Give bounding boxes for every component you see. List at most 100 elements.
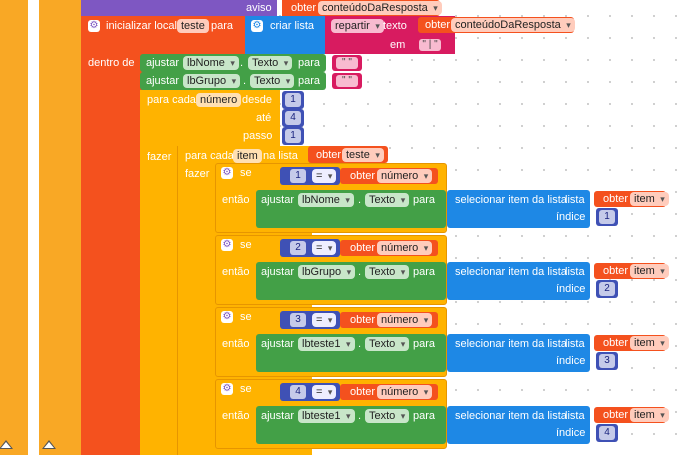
dot-label: . bbox=[358, 410, 362, 422]
select-list-item-block[interactable] bbox=[447, 262, 590, 300]
item-var-dropdown[interactable]: item bbox=[630, 408, 669, 422]
gear-icon[interactable]: ⚙ bbox=[221, 167, 233, 179]
collapse-arrow-icon[interactable] bbox=[42, 440, 56, 449]
number-var-dropdown[interactable]: número bbox=[377, 313, 433, 327]
obter-label: obter bbox=[603, 409, 629, 421]
empty-string-block[interactable]: " " bbox=[332, 73, 362, 89]
item-var-dropdown[interactable]: item bbox=[630, 192, 669, 206]
obter-label: obter bbox=[350, 242, 376, 254]
outer-event-block-2[interactable] bbox=[39, 0, 81, 455]
passo-label: passo bbox=[243, 130, 273, 142]
para-label: para bbox=[298, 75, 321, 87]
indice-label: índice bbox=[556, 211, 586, 223]
aviso-block[interactable] bbox=[81, 0, 277, 17]
obter-label: obter bbox=[603, 193, 629, 205]
compare-operator-dropdown[interactable]: = bbox=[312, 241, 337, 255]
list-var-dropdown[interactable]: teste bbox=[342, 148, 384, 162]
property-dropdown[interactable]: Texto bbox=[365, 409, 410, 423]
property-dropdown[interactable]: Texto bbox=[365, 193, 410, 207]
compare-number[interactable]: 2 bbox=[290, 241, 306, 255]
item-var-dropdown[interactable]: item bbox=[630, 336, 669, 350]
number-var-dropdown[interactable]: número bbox=[377, 169, 433, 183]
gear-icon[interactable]: ⚙ bbox=[88, 20, 100, 32]
step-number-value[interactable]: 1 bbox=[285, 129, 301, 143]
collapse-arrow-icon[interactable] bbox=[0, 440, 13, 449]
select-list-item-block[interactable] bbox=[447, 406, 590, 444]
se-label: se bbox=[240, 167, 252, 179]
compare-operator-dropdown[interactable]: = bbox=[312, 313, 337, 327]
em-label: em bbox=[390, 39, 406, 51]
create-list-label: criar lista bbox=[270, 20, 315, 32]
property-dropdown[interactable]: Texto bbox=[365, 337, 410, 351]
para-label: para bbox=[413, 410, 436, 422]
local-var-name[interactable]: teste bbox=[177, 19, 209, 33]
number-var-dropdown[interactable]: número bbox=[377, 385, 433, 399]
obter-label: obter bbox=[316, 149, 342, 161]
item-var-name[interactable]: item bbox=[233, 149, 262, 163]
se-label: se bbox=[240, 239, 252, 251]
from-number-value[interactable]: 1 bbox=[285, 93, 301, 107]
dentro-de-label: dentro de bbox=[88, 57, 135, 69]
separator-string-value[interactable]: " | " bbox=[419, 39, 441, 51]
dot-label: . bbox=[358, 266, 362, 278]
number-var-dropdown[interactable]: número bbox=[377, 241, 433, 255]
outer-event-block[interactable] bbox=[0, 0, 28, 455]
ajustar-label: ajustar bbox=[261, 266, 295, 278]
resposta-var-dropdown-2[interactable]: conteúdoDaResposta bbox=[451, 18, 575, 32]
compare-number[interactable]: 4 bbox=[290, 385, 306, 399]
desde-label: desde bbox=[242, 94, 272, 106]
component-dropdown[interactable]: lbGrupo bbox=[298, 265, 356, 279]
empty-string-block[interactable]: " " bbox=[332, 55, 362, 71]
para-label: para bbox=[413, 338, 436, 350]
entao-label: então bbox=[222, 194, 250, 206]
component-dropdown[interactable]: lbGrupo bbox=[183, 74, 241, 88]
entao-label: então bbox=[222, 266, 250, 278]
gear-icon[interactable]: ⚙ bbox=[221, 239, 233, 251]
empty-string-value[interactable]: " " bbox=[336, 75, 358, 87]
fazer-label: fazer bbox=[147, 151, 172, 163]
property-dropdown[interactable]: Texto bbox=[365, 265, 410, 279]
component-dropdown[interactable]: lbNome bbox=[298, 193, 354, 207]
compare-operator-dropdown[interactable]: = bbox=[312, 169, 337, 183]
gear-icon[interactable]: ⚙ bbox=[221, 311, 233, 323]
select-list-item-block[interactable] bbox=[447, 190, 590, 228]
para-label: para bbox=[413, 266, 436, 278]
property-dropdown[interactable]: Texto bbox=[248, 56, 293, 70]
index-number-value[interactable]: 2 bbox=[599, 282, 615, 296]
compare-number[interactable]: 1 bbox=[290, 169, 306, 183]
dot-label: . bbox=[358, 194, 362, 206]
component-dropdown[interactable]: lbNome bbox=[183, 56, 239, 70]
ate-label: até bbox=[256, 112, 272, 124]
obter-label: obter bbox=[603, 337, 629, 349]
texto-label: texto bbox=[383, 20, 407, 32]
split-dropdown[interactable]: repartir bbox=[331, 19, 384, 33]
gear-icon[interactable]: ⚙ bbox=[221, 383, 233, 395]
indice-label: índice bbox=[556, 283, 586, 295]
resposta-var-dropdown[interactable]: conteúdoDaResposta bbox=[318, 1, 442, 15]
index-number-value[interactable]: 4 bbox=[599, 426, 615, 440]
index-number-value[interactable]: 3 bbox=[599, 354, 615, 368]
para-label: para bbox=[298, 57, 321, 69]
empty-string-value[interactable]: " " bbox=[336, 57, 358, 69]
ajustar-label: ajustar bbox=[261, 410, 295, 422]
bottom-partial-block[interactable] bbox=[215, 451, 311, 455]
component-dropdown[interactable]: lbteste1 bbox=[298, 337, 355, 351]
item-var-dropdown[interactable]: item bbox=[630, 264, 669, 278]
ajustar-label: ajustar bbox=[146, 57, 180, 69]
compare-number[interactable]: 3 bbox=[290, 313, 306, 327]
ajustar-label: ajustar bbox=[261, 194, 295, 206]
component-dropdown[interactable]: lbteste1 bbox=[298, 409, 355, 423]
gear-icon[interactable]: ⚙ bbox=[251, 20, 263, 32]
select-list-item-block[interactable] bbox=[447, 334, 590, 372]
fazer-label: fazer bbox=[185, 168, 210, 180]
property-dropdown[interactable]: Texto bbox=[250, 74, 295, 88]
init-label: inicializar local bbox=[106, 20, 177, 32]
compare-operator-dropdown[interactable]: = bbox=[312, 385, 337, 399]
obter-label: obter bbox=[291, 2, 317, 14]
index-number-value[interactable]: 1 bbox=[599, 210, 615, 224]
separator-string-block[interactable]: " | " bbox=[415, 37, 445, 53]
to-number-value[interactable]: 4 bbox=[285, 111, 301, 125]
dot-label: . bbox=[243, 75, 247, 87]
loop-var-name[interactable]: número bbox=[196, 93, 242, 107]
lista-label: lista bbox=[565, 410, 585, 422]
